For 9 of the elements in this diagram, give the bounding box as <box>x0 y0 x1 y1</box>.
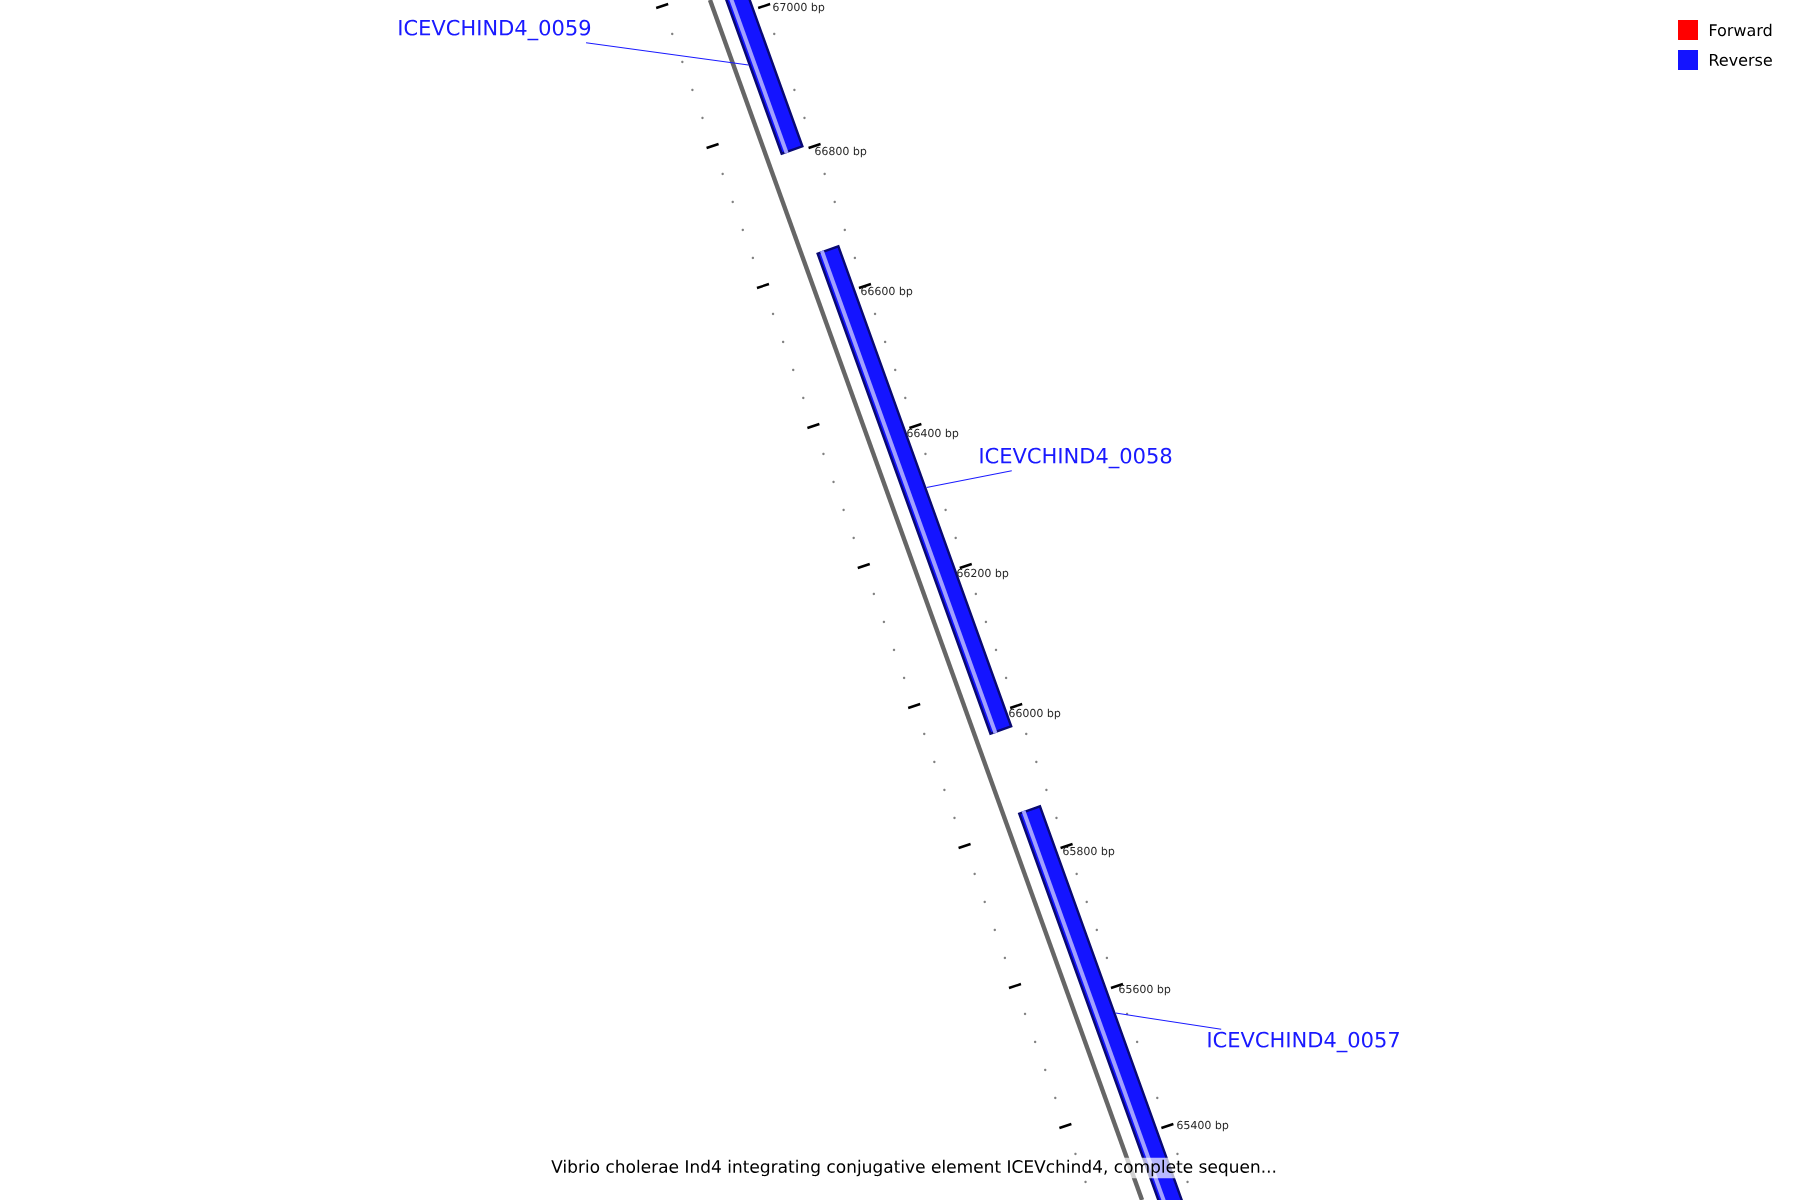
leader-line <box>585 42 749 66</box>
gene-label: ICEVCHIND4_0058 <box>980 447 1172 469</box>
gene-label: ICEVCHIND4_0059 <box>399 19 591 41</box>
caption: Vibrio cholerae Ind4 integrating conjugative element ICEVchind4, complete sequen... <box>549 1157 1279 1179</box>
gene-label: ICEVCHIND4_0057 <box>1208 1031 1399 1053</box>
legend-label: Reverse <box>1710 54 1772 66</box>
legend-label: Forward <box>1710 23 1772 37</box>
leader-line <box>926 470 1013 489</box>
leader-line <box>1115 1012 1222 1030</box>
